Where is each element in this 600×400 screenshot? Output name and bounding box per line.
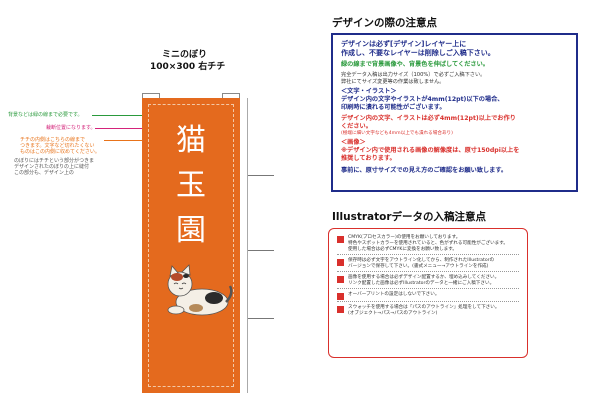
- notice-text-red-1: デザイン内の文字、イラストは必ず4mm(12pt)以上でお作り: [341, 115, 516, 122]
- guide-line-orange: [104, 140, 142, 141]
- notice-image-line-2: 推奨しております。: [341, 155, 396, 162]
- notice-text-heading: ＜文字・イラスト＞: [341, 88, 397, 95]
- nobori-banner: 猫 玉 園: [142, 98, 240, 393]
- page-title: デザインの際の注意点: [332, 17, 437, 29]
- pole-loop-2: [248, 250, 274, 251]
- guide-note-chichi: のぼりにはチチという部分がつきま デザインされたのぼりの上に縫付 この部分も、デ…: [14, 158, 95, 176]
- banner-kanji-1: 猫: [176, 123, 206, 158]
- illustrator-item-swatch: スウォッチを使用する場合は「パスのアウトライン」処理をして下さい。 (オブジェク…: [337, 305, 519, 317]
- illustrator-notice-panel: CMYK(プロセスカラー)の使用をお願いしております。 特色やスポットカラーを使…: [328, 228, 528, 358]
- notice-green-line: 緑の線まで背景画像や、背景色を伸ばしてください。: [341, 61, 489, 68]
- guide-note-pole: チチの内側はこちらの線まで つきます。文字など切れたくない ものはこの内側に収め…: [20, 137, 100, 155]
- illustrator-item-text: (オブジェクト→パス→パスのアウトライン): [348, 311, 438, 316]
- pole-loop-line: [247, 98, 248, 393]
- notice-final-line: 事前に、原寸サイズでの見え方のご確認をお願い致します。: [341, 167, 508, 174]
- illustrator-item-text: スウォッチを使用する場合は「パスのアウトライン」処理をして下さい。: [348, 305, 500, 310]
- illustrator-item-outline: 保存時は必ず文字をアウトライン化してから、制作されたIllustratorの バ…: [337, 258, 519, 272]
- illustrator-section-title: Illustratorデータの入稿注意点: [332, 211, 487, 223]
- banner-kanji-3: 園: [176, 213, 206, 248]
- guide-note-cut: 裁断位置になります。: [46, 125, 96, 131]
- guide-line-pink: [95, 128, 142, 129]
- product-size: 100×300 右チチ: [150, 62, 226, 72]
- design-notice-panel: デザインは必ず[デザイン]レイヤー上に 作成し、不要なレイヤーは削除しご入稿下さ…: [331, 33, 578, 192]
- safe-area-guide: [148, 104, 234, 387]
- notice-image-heading: ＜画像＞: [341, 139, 366, 146]
- illustrator-item-text: リンク配置した画像は必ずIllustratorのデータと一緒にご入稿下さい。: [348, 281, 495, 286]
- bullet-square-icon: [337, 293, 344, 300]
- illustrator-item-images: 画像を使用する場合は必ずデザイン配置するか、埋め込みしてください。 リンク配置し…: [337, 275, 519, 289]
- bullet-square-icon: [337, 276, 344, 283]
- notice-text-small: (極端に細い文字なども4mm以上でも潰れる場合あり): [341, 131, 453, 136]
- bullet-square-icon: [337, 236, 344, 243]
- illustrator-item-text: バージョンで保存して下さい。(書式メニュー→アウトラインを作成): [348, 264, 489, 269]
- illustrator-item-text: 特色やスポットカラーを使用されていると、色がずれる可能性がございます。: [348, 241, 509, 246]
- banner-kanji-2: 玉: [176, 168, 206, 203]
- pole-loop-3: [248, 318, 274, 319]
- notice-text-line-1: デザイン内の文字やイラストが4mm(12pt)以下の場合、: [341, 96, 504, 103]
- notice-size-line-1: 完全データ入稿は出力サイズ（100%）で必ずご入稿下さい。: [341, 72, 486, 78]
- illustrator-item-text: 画像を使用する場合は必ずデザイン配置するか、埋め込みしてください。: [348, 275, 500, 280]
- cat-illustration: [167, 264, 233, 316]
- bullet-square-icon: [337, 306, 344, 313]
- notice-text-red-2: ください。: [341, 123, 372, 130]
- illustrator-item-cmyk: CMYK(プロセスカラー)の使用をお願いしております。 特色やスポットカラーを使…: [337, 235, 519, 255]
- illustrator-item-overprint: オーバープリントの設定はしないで下さい。: [337, 292, 519, 302]
- notice-text-line-2: 印刷時に潰れる可能性がございます。: [341, 104, 446, 111]
- illustrator-item-text: 保存時は必ず文字をアウトライン化してから、制作されたIllustratorの: [348, 258, 495, 263]
- guide-line-green: [92, 115, 142, 116]
- illustrator-item-text: オーバープリントの設定はしないで下さい。: [348, 292, 440, 297]
- notice-line-2: 作成し、不要なレイヤーは削除しご入稿下さい。: [341, 49, 495, 57]
- bullet-square-icon: [337, 259, 344, 266]
- notice-size-line-2: 弊社にてサイズ変更等の作業は致しません。: [341, 79, 445, 85]
- illustrator-item-text: CMYK(プロセスカラー)の使用をお願いしております。: [348, 235, 461, 240]
- notice-image-line-1: ※デザイン内で使用される画像の解像度は、原寸150dpi以上を: [341, 147, 520, 154]
- guide-note-background: 背景などは緑の線まで必要です。: [8, 112, 83, 118]
- product-name: ミニのぼり: [162, 50, 208, 60]
- notice-line-1: デザインは必ず[デザイン]レイヤー上に: [341, 40, 467, 48]
- illustrator-item-text: 使用した場合は必ずCMYKに変換をお願い致します。: [348, 247, 458, 252]
- pole-loop-1: [248, 175, 274, 176]
